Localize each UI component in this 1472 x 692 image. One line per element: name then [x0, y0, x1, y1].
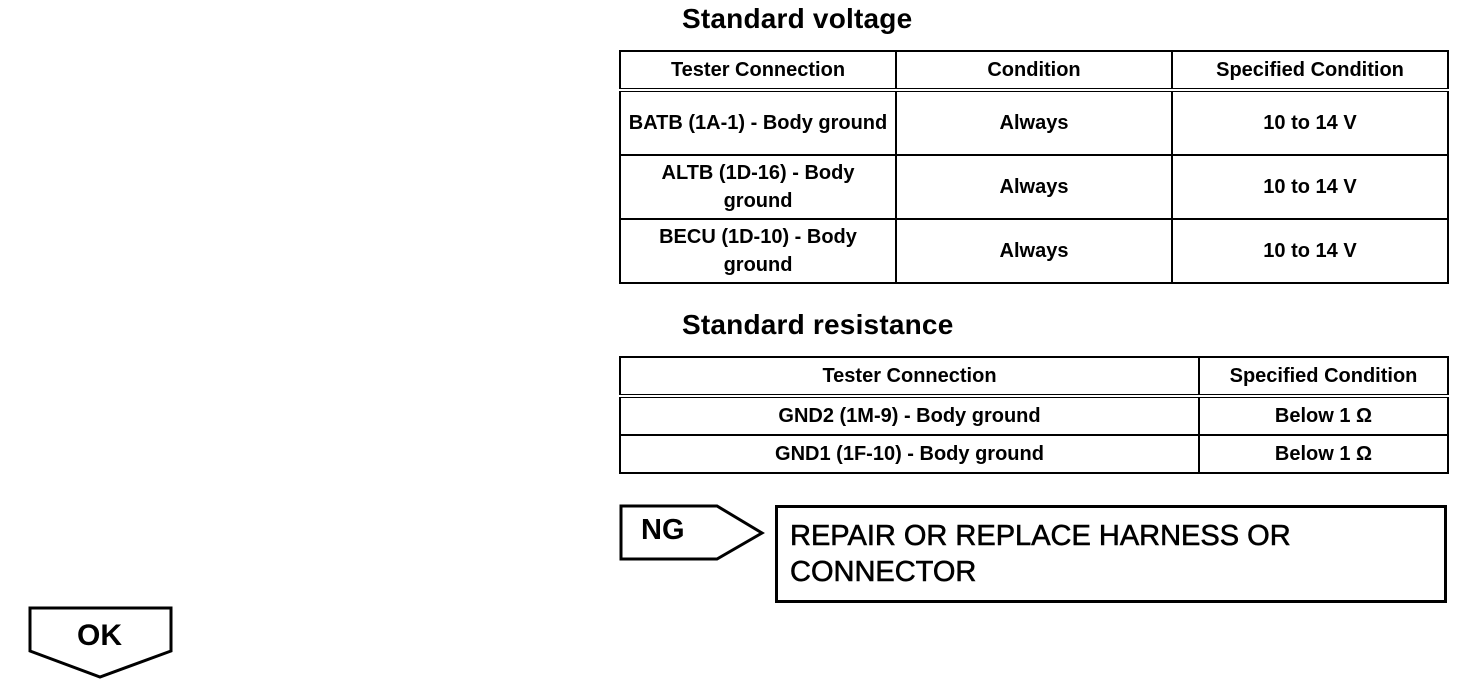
table-row: BECU (1D-10) - Body ground Always 10 to …	[619, 218, 1449, 284]
ng-result-line: REPAIR OR REPLACE HARNESS OR	[790, 520, 1291, 553]
voltage-table: Tester Connection Condition Specified Co…	[619, 50, 1449, 284]
ok-label: OK	[77, 619, 122, 652]
specified-condition-cell: Below 1 Ω	[1198, 395, 1449, 436]
ng-result-line: CONNECTOR	[790, 556, 977, 589]
ng-label: NG	[641, 514, 685, 546]
specified-condition-cell: Below 1 Ω	[1198, 434, 1449, 474]
column-header: Condition	[895, 50, 1173, 92]
table-header-row: Tester Connection Condition Specified Co…	[619, 50, 1449, 92]
tester-connection-cell: BATB (1A-1) - Body ground	[619, 89, 897, 156]
tester-connection-cell: ALTB (1D-16) - Body ground	[619, 154, 897, 220]
table-header-row: Tester Connection Specified Condition	[619, 356, 1449, 398]
column-header: Specified Condition	[1198, 356, 1449, 398]
condition-cell: Always	[895, 154, 1173, 220]
tester-connection-cell: GND1 (1F-10) - Body ground	[619, 434, 1200, 474]
column-header: Tester Connection	[619, 50, 897, 92]
ng-arrow-icon	[619, 504, 765, 561]
resistance-table: Tester Connection Specified Condition GN…	[619, 356, 1449, 474]
ng-result-box: REPAIR OR REPLACE HARNESS OR CONNECTOR	[775, 505, 1447, 603]
column-header: Tester Connection	[619, 356, 1200, 398]
specified-condition-cell: 10 to 14 V	[1171, 89, 1449, 156]
resistance-heading: Standard resistance	[682, 309, 954, 340]
specified-condition-cell: 10 to 14 V	[1171, 218, 1449, 284]
table-row: GND1 (1F-10) - Body ground Below 1 Ω	[619, 434, 1449, 474]
tester-connection-cell: BECU (1D-10) - Body ground	[619, 218, 897, 284]
condition-cell: Always	[895, 89, 1173, 156]
table-row: BATB (1A-1) - Body ground Always 10 to 1…	[619, 89, 1449, 156]
table-row: GND2 (1M-9) - Body ground Below 1 Ω	[619, 395, 1449, 436]
table-row: ALTB (1D-16) - Body ground Always 10 to …	[619, 154, 1449, 220]
column-header: Specified Condition	[1171, 50, 1449, 92]
ng-result-text: REPAIR OR REPLACE HARNESS OR CONNECTOR	[790, 518, 1350, 590]
voltage-heading: Standard voltage	[682, 3, 913, 34]
ok-arrow-icon	[28, 606, 173, 679]
tester-connection-cell: GND2 (1M-9) - Body ground	[619, 395, 1200, 436]
specified-condition-cell: 10 to 14 V	[1171, 154, 1449, 220]
condition-cell: Always	[895, 218, 1173, 284]
